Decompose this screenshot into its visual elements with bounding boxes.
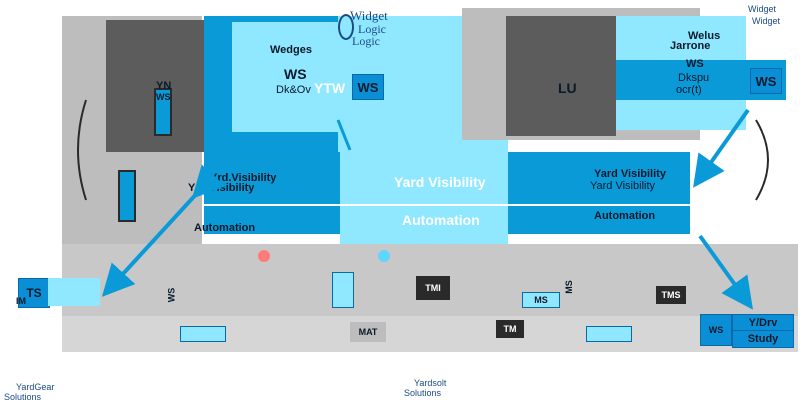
tag-ts-left-ext xyxy=(48,278,100,306)
right-block-code: WS xyxy=(686,58,704,70)
center-band-label: Yard Visibility xyxy=(394,174,486,190)
red-dot xyxy=(258,250,270,262)
right-block-desc2: ocr(t) xyxy=(676,84,702,96)
logo-line1: Widget xyxy=(350,8,388,23)
tag-ws-right: WS xyxy=(700,314,732,346)
right-block-title: Welus xyxy=(688,30,721,42)
top-right-brand2: Widget xyxy=(752,16,781,26)
tag-light-center-left xyxy=(180,326,226,342)
tag-light-center-right xyxy=(586,326,632,342)
arrow-left-diagonal xyxy=(101,164,226,297)
tag-tms: TMS xyxy=(656,286,686,304)
visibility-right: Yard Visibility xyxy=(594,168,666,180)
visibility-band-center xyxy=(340,140,508,244)
tag-ts-left: TS xyxy=(18,278,50,308)
center-left-code: WS xyxy=(284,66,307,82)
tag-yard2: Study xyxy=(732,330,794,348)
left-block-badge: WS xyxy=(156,92,171,102)
left-edge-label: IM xyxy=(16,296,26,306)
center-left-title: Wedges xyxy=(270,44,312,56)
tag-tmi: TMI xyxy=(416,276,450,300)
curve-right xyxy=(755,119,769,201)
logo-line3: Logic xyxy=(352,34,380,48)
center-vertical-bar xyxy=(332,272,354,308)
right-block-label: LU xyxy=(558,80,577,96)
center-left-tag: YTW xyxy=(314,80,346,96)
left-block-label: YN xyxy=(156,80,172,92)
arrow-right-lower xyxy=(698,234,754,310)
center-left-inner-light xyxy=(232,22,342,132)
right-block-desc: Dkspu xyxy=(678,72,710,84)
tag-ms: MS xyxy=(522,292,560,308)
tag-yard: Y/Drv xyxy=(732,314,794,332)
footer-left-line1: YardGear xyxy=(16,382,55,392)
blue-dot xyxy=(378,250,390,262)
left-badge-bar xyxy=(154,88,172,136)
automation-center: Automation xyxy=(402,212,480,228)
footer-left-line2: Solutions xyxy=(4,392,42,402)
curve-left xyxy=(77,99,87,201)
center-left-tag2: WS xyxy=(352,74,384,100)
footer-center-line1: Yardsolt xyxy=(414,378,447,388)
right-block-sub: Jarrone xyxy=(670,40,711,52)
center-left-sub: Dk&Ov xyxy=(276,84,311,96)
right-block-tag: WS xyxy=(750,68,782,94)
logo-line2: Logic xyxy=(358,22,386,36)
visibility-right-sub: Yard Visibility xyxy=(590,180,656,192)
tag-mat: MAT xyxy=(350,322,386,342)
band-divider xyxy=(204,204,690,206)
visibility-left: Yrd.Visibility xyxy=(210,172,277,184)
arrow-right-upper xyxy=(693,108,750,188)
right-building-dark xyxy=(506,16,616,136)
automation-right: Automation xyxy=(594,210,656,222)
center-vertical-label2: MS xyxy=(563,280,574,294)
arrow-center-to-band xyxy=(336,119,352,151)
footer-center-line2: Solutions xyxy=(404,388,442,398)
tag-tm-center: TM xyxy=(496,320,524,338)
logo-icon xyxy=(338,14,354,40)
top-right-brand1: Widget xyxy=(748,4,777,14)
center-vertical-label: WS xyxy=(166,287,177,303)
